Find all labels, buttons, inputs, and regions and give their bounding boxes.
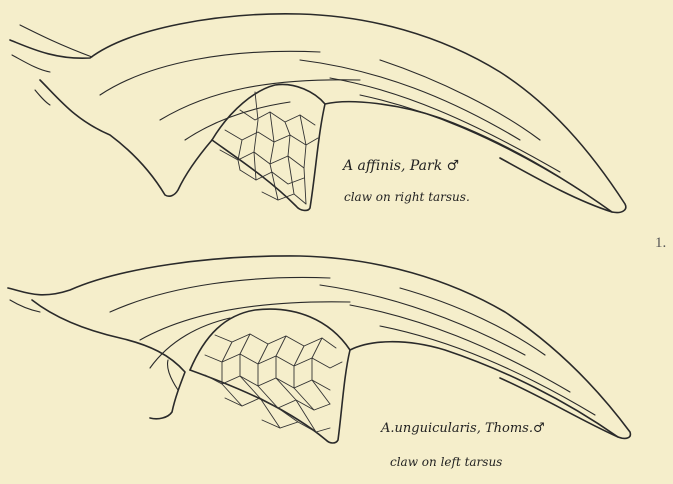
claw-drawing-bottom xyxy=(8,256,630,443)
figure-caption-bottom-description: claw on left tarsus xyxy=(390,455,502,469)
claw-drawing-top xyxy=(10,14,626,213)
figure-caption-bottom-species: A.unguicularis, Thoms.♂ xyxy=(381,421,545,436)
cell-mesh-top xyxy=(220,92,318,204)
plate-number: 1. xyxy=(655,235,666,252)
figure-caption-top-species: A affinis, Park ♂ xyxy=(343,158,459,174)
figure-caption-top-description: claw on right tarsus. xyxy=(344,190,470,204)
